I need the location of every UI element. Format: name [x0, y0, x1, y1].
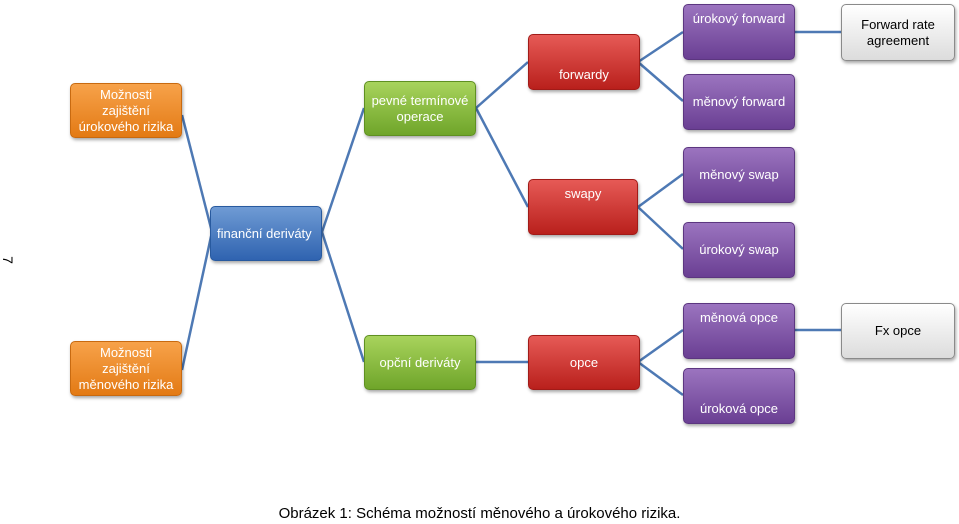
connector-financni-opcni: [320, 231, 366, 363]
page-number: 7: [0, 256, 16, 264]
connector-opce-menova: [637, 328, 684, 364]
node-financni-derivaty: finanční deriváty: [210, 206, 322, 261]
node-menovy-swap: měnový swap: [683, 147, 795, 203]
node-urokova-opce: úroková opce: [683, 368, 795, 424]
connector-financni-pevne: [320, 107, 366, 233]
node-pevne-terminove-operace: pevné termínové operace: [364, 81, 476, 136]
figure-caption: Obrázek 1: Schéma možností měnového a úr…: [278, 505, 681, 522]
connector-opce-urokova: [637, 360, 684, 397]
connector-swapy-menovy: [637, 172, 684, 209]
node-swapy: swapy: [528, 179, 638, 235]
connector-forwardy-urokovy: [637, 30, 684, 64]
node-fx-opce: Fx opce: [841, 303, 955, 359]
node-menova-opce: měnová opce: [683, 303, 795, 359]
connector-pevne-forwardy: [475, 61, 529, 109]
node-forwardy: forwardy: [528, 34, 640, 90]
connector-forwardy-menovy: [637, 61, 684, 102]
connector-menove-financni: [180, 231, 214, 371]
node-menovy-forward: měnový forward: [683, 74, 795, 130]
connector-swapy-urokovy: [637, 206, 684, 250]
connector-urokove-financni: [180, 114, 214, 233]
node-opce: opce: [528, 335, 640, 390]
node-urokovy-swap: úrokový swap: [683, 222, 795, 278]
node-forward-rate-agreement: Forward rate agreement: [841, 4, 955, 61]
node-zajisteni-menoveho-rizika: Možnosti zajištění měnového rizika: [70, 341, 182, 396]
connector-pevne-swapy: [474, 107, 530, 208]
node-zajisteni-urokoveho-rizika: Možnosti zajištění úrokového rizika: [70, 83, 182, 138]
node-urokovy-forward: úrokový forward: [683, 4, 795, 60]
node-opcni-derivaty: opční deriváty: [364, 335, 476, 390]
